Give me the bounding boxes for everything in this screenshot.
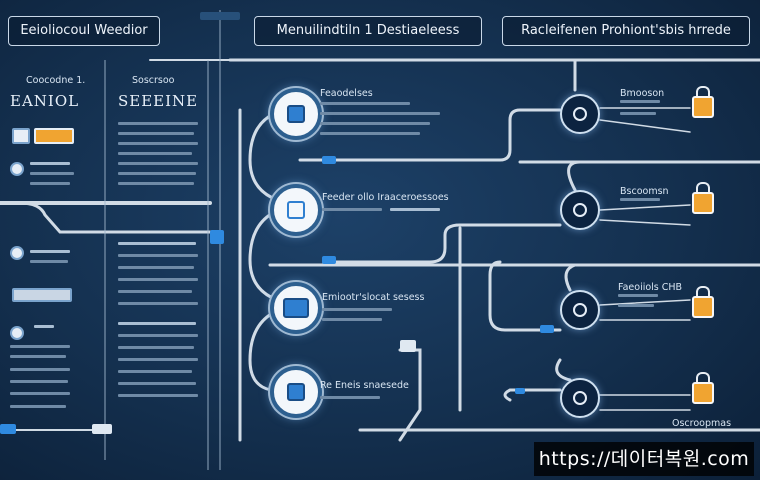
lock-body [692,296,714,318]
mid-left-text [118,358,198,361]
mid-text [320,122,430,125]
chart-icon [12,128,30,144]
left-text [10,380,68,383]
mid-left-text [118,334,198,337]
right-label-1: Bmooson [620,88,665,99]
mid-text [320,396,380,399]
ring-core [573,203,587,217]
right-text [618,294,658,297]
header-left: Eeioliocoul Weedior [8,16,160,46]
lock-body [692,96,714,118]
app-node-icon [270,88,322,140]
right-label-4: Oscroopmas [672,418,732,429]
box-node-icon [270,366,322,418]
mid-text [322,208,382,211]
mid-text [322,318,382,321]
lock-shackle [696,286,710,298]
watermark-url: https://데이터복원.com [534,442,754,476]
ring-connector-icon [560,94,600,134]
mid-label-2: Feeder ollo Iraaceroessoes [322,192,449,203]
mid-left-text [118,322,196,325]
ring-core [573,107,587,121]
app-node-glyph [287,105,305,123]
mid-left-text [118,122,198,125]
left-text [30,182,70,185]
lock-body [692,382,714,404]
document-node-glyph [287,201,305,219]
lock-icon [692,372,714,406]
left-text [10,345,70,348]
mid-left-text [118,290,192,293]
mid-label-1: Feaodelses [320,88,373,99]
mid-left-text [118,254,198,257]
mid-text [320,112,440,115]
mid-left-text [118,242,196,245]
box-node-glyph [287,383,305,401]
lock-icon [692,182,714,216]
right-text [620,100,660,103]
lock-shackle [696,86,710,98]
ring-core [573,391,587,405]
header-right: Racleifenen Prohiont'sbis hrrede [502,16,750,46]
right-label-3: Faeoiiols CHB [618,282,683,293]
lock-shackle [696,182,710,194]
header-center: Menuilindtiln 1 Destiaeleess [254,16,482,46]
lock-icon [692,86,714,120]
left-text [30,162,70,165]
ring-connector-icon [560,290,600,330]
left-text [10,355,66,358]
lock-shackle [696,372,710,384]
right-text [620,112,656,115]
mid-left-text [118,346,194,349]
mid-left-text [118,142,198,145]
person-icon [10,162,24,176]
drive-node-icon [270,282,322,334]
mid-left-text [118,182,194,185]
left-text [10,392,70,395]
user-icon [10,326,24,340]
left-text [10,368,70,371]
mid-left-text [118,132,194,135]
mid-left-text [118,382,196,385]
lock-body [692,192,714,214]
mid-text [320,102,410,105]
mid-left-text [118,172,196,175]
mid-text [390,208,440,211]
mid-left-text [118,266,194,269]
mid-left-text [118,394,198,397]
lock-icon [692,286,714,320]
left-label-1: Coocodne 1. [26,75,86,86]
ring-connector-icon [560,190,600,230]
drive-node-glyph [283,298,309,318]
document-node-icon [270,184,322,236]
left-text [30,250,70,253]
left-text [34,325,54,328]
mid-left-text [118,278,198,281]
left-label-2: Soscrsoo [132,75,175,86]
mid-text [322,308,392,311]
right-text [620,198,660,201]
mid-label-3: Emiootr'slocat sesess [322,292,425,303]
ring-connector-icon [560,378,600,418]
ring-core [573,303,587,317]
mid-left-text [118,302,198,305]
pin-icon [10,246,24,260]
right-text [618,304,654,307]
mid-left-text [118,152,192,155]
mid-left-text [118,162,198,165]
graph-icon [12,288,72,302]
left-text [30,172,74,175]
right-label-2: Bscoomsn [620,186,669,197]
left-text [10,405,66,408]
left-title-1: EANIOL [10,92,80,110]
mid-label-4: Re Eneis snaesede [320,380,409,391]
mid-text [320,132,420,135]
left-title-2: SEEEINE [118,92,199,110]
mid-left-text [118,370,192,373]
left-text [30,260,68,263]
bars-icon [34,128,74,144]
